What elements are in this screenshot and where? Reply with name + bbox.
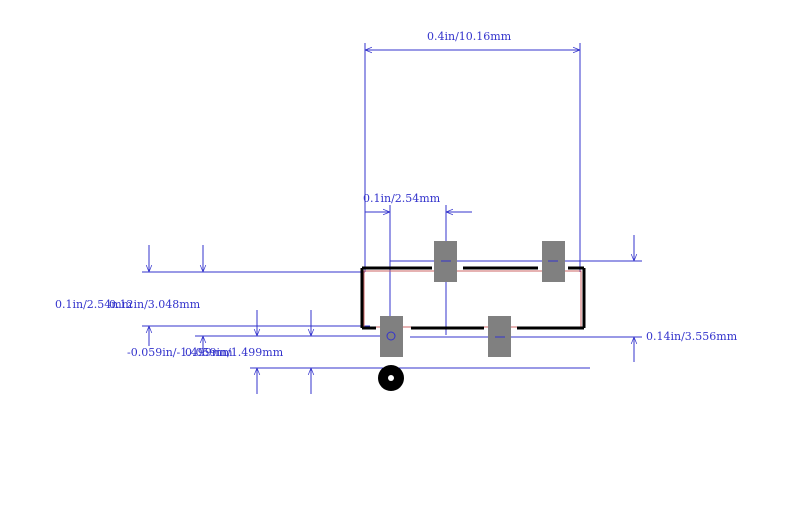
dim-left-b: 0.12in/3.048mm: [109, 298, 201, 311]
pin1-marker-icon: [378, 365, 404, 391]
dim-width-top: 0.4in/10.16mm: [427, 30, 512, 43]
dimension-lines: [142, 43, 642, 394]
dim-pitch: 0.1in/2.54mm: [363, 192, 441, 205]
pad-center-marks: [386, 260, 558, 341]
dim-offset-a: -0.059in/-1.499mm: [127, 346, 233, 359]
pad-1: [380, 316, 403, 357]
dim-offset-b: 0.059in/1.499mm: [185, 346, 284, 359]
dim-left-a: 0.1in/2.54mm: [55, 298, 133, 311]
dim-right-height: 0.14in/3.556mm: [646, 330, 738, 343]
body-outline: [360, 266, 586, 330]
